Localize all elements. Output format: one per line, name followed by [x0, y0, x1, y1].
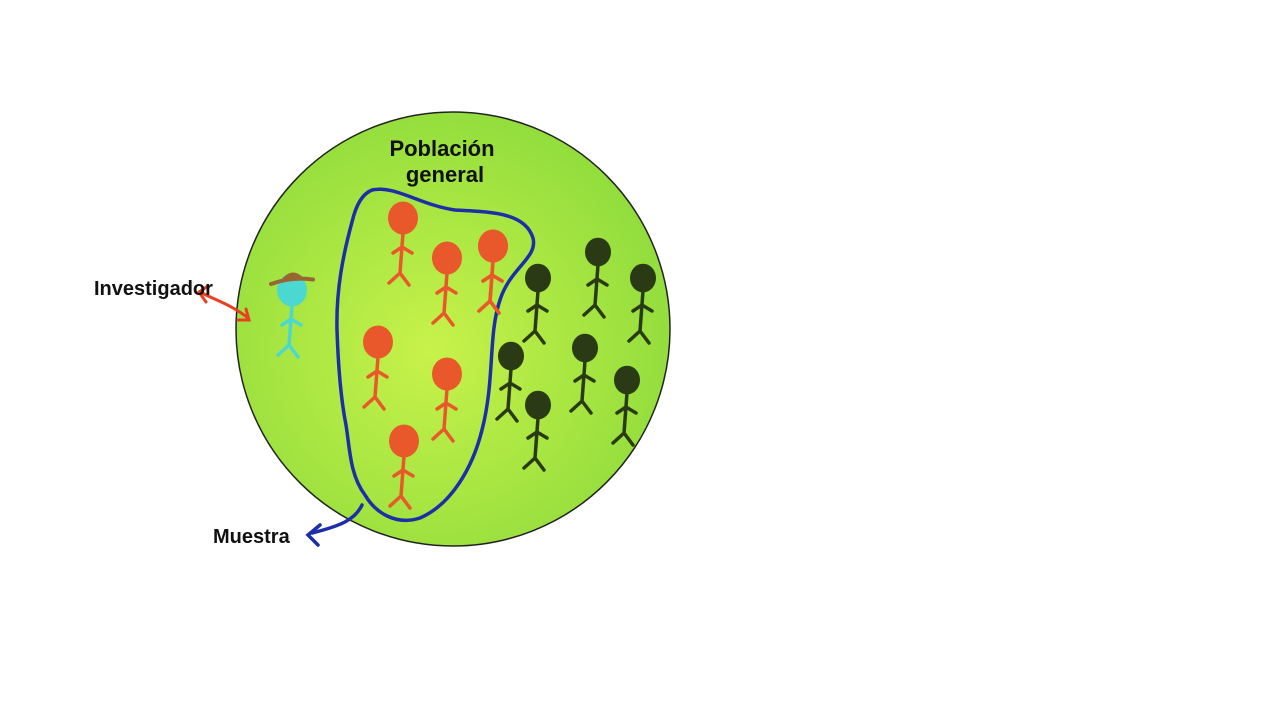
sample-label: Muestra [213, 526, 291, 548]
sample-arrow [310, 503, 364, 535]
researcher-label: Investigador [94, 278, 213, 300]
population-circle [235, 111, 671, 547]
sample-person [387, 201, 418, 287]
population-person [611, 365, 640, 447]
population-person [627, 263, 656, 345]
sample-arrowhead [305, 523, 322, 547]
sample-outline [335, 187, 536, 523]
researcher-figure [269, 272, 315, 359]
researcher-arrow [199, 290, 249, 320]
sample-person [477, 229, 508, 315]
researcher-arrowhead-right [236, 307, 251, 322]
population-person [522, 263, 551, 345]
population-person [582, 237, 611, 319]
population-person [522, 390, 551, 472]
sample-person [362, 325, 393, 411]
sample-person [431, 241, 462, 327]
researcher-arrowhead-left [196, 284, 210, 304]
sample-person [388, 424, 419, 510]
people-group [269, 201, 656, 510]
population-person [569, 333, 598, 415]
sample-person [431, 357, 462, 443]
population-label-line1: Población [389, 136, 494, 161]
population-label-line2: general [406, 162, 484, 187]
population-person [495, 341, 524, 423]
